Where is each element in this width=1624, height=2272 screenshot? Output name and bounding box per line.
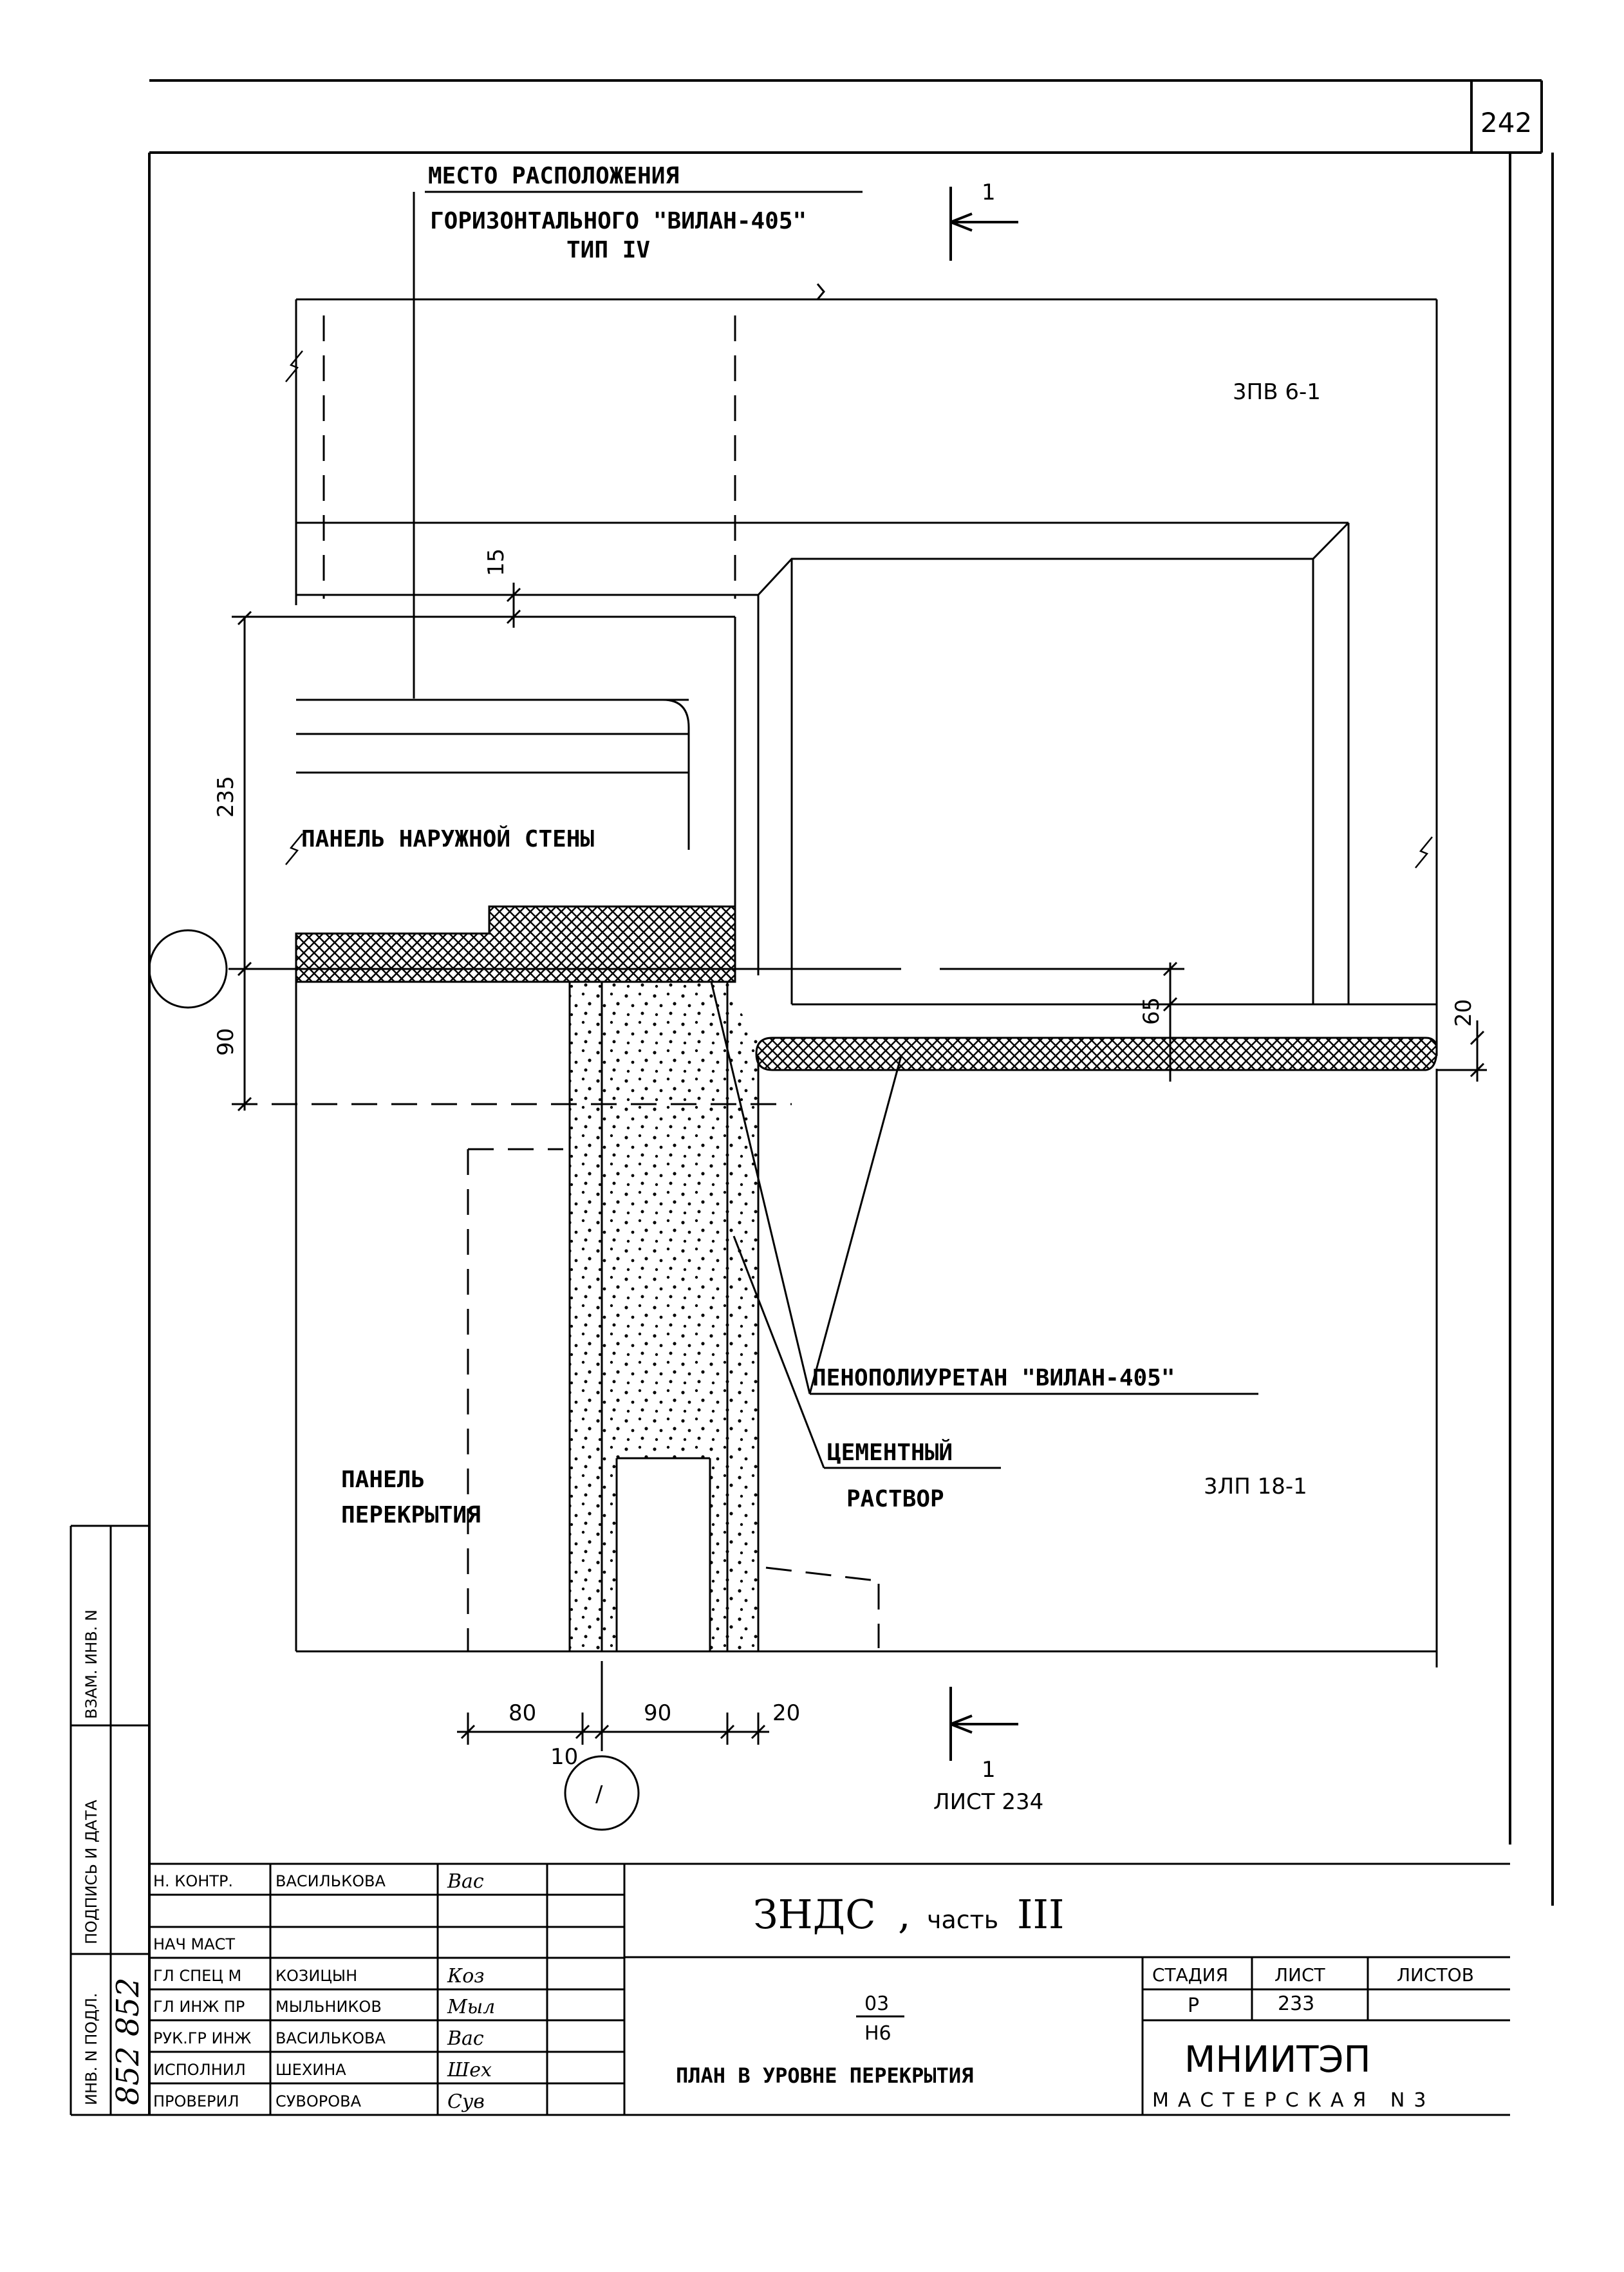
tb-code-top: 03 xyxy=(864,1993,889,2015)
location-callout-line1: МЕСТО РАСПОЛОЖЕНИЯ xyxy=(428,163,679,189)
label-cement-1: ЦЕМЕНТНЫЙ xyxy=(827,1439,953,1466)
tb-org: МНИИТЭП xyxy=(1184,2039,1371,2081)
tb-project-title: ЗНДС xyxy=(753,1891,876,1938)
dim-20-right: 20 xyxy=(1451,999,1477,1027)
side-stamp-inv-podl: ИНВ. N ПОДЛ. xyxy=(82,1993,100,2105)
tb-role-6: ИСПОЛНИЛ xyxy=(153,2061,246,2079)
cement-mortar-fill xyxy=(570,982,758,1651)
hatch-band-wall xyxy=(295,905,736,983)
dimension-bottom xyxy=(457,1661,769,1751)
tb-role-7: ПРОВЕРИЛ xyxy=(153,2092,239,2110)
dim-80: 80 xyxy=(509,1700,536,1726)
tb-sheet-no: 233 xyxy=(1278,1993,1314,2015)
tb-name-0: ВАСИЛЬКОВА xyxy=(275,1872,386,1890)
mark-upper-panel: 3ПВ 6-1 xyxy=(1233,379,1321,405)
tb-project-part-label: часть xyxy=(927,1906,998,1934)
tb-name-5: ВАСИЛЬКОВА xyxy=(275,2029,386,2047)
tb-role-3: ГЛ СПЕЦ М xyxy=(153,1967,241,1985)
tb-col-stage: СТАДИЯ xyxy=(1152,1964,1228,1986)
foam-callout xyxy=(710,981,1258,1469)
side-stamp-vzam: ВЗАМ. ИНВ. N xyxy=(82,1610,100,1719)
tb-role-2: НАЧ МАСТ xyxy=(153,1935,235,1953)
tb-sig-0: Вас xyxy=(447,1870,484,1893)
side-stamp xyxy=(70,1525,149,2116)
tb-workshop: МАСТЕРСКАЯ N3 xyxy=(1152,2089,1435,2112)
tb-name-6: ШЕХИНА xyxy=(275,2061,346,2079)
dim-90-bottom: 90 xyxy=(644,1700,671,1726)
location-callout-line2: ГОРИЗОНТАЛЬНОГО "ВИЛАН-405" xyxy=(430,208,807,234)
axis-bubble-bottom-label: / xyxy=(595,1781,603,1807)
tb-name-7: СУВОРОВА xyxy=(275,2092,362,2110)
section-mark-top-label: 1 xyxy=(982,180,996,205)
tb-name-4: МЫЛЬНИКОВ xyxy=(275,1998,382,2016)
dim-90-left: 90 xyxy=(213,1028,239,1056)
tb-role-0: Н. КОНТР. xyxy=(153,1872,233,1890)
axis-bubble-left xyxy=(148,929,228,1009)
location-callout-line3: ТИП IV xyxy=(566,237,650,263)
hatch-band-slab xyxy=(755,1037,1438,1071)
tb-code-bottom: Н6 xyxy=(864,2022,891,2045)
dim-20-bottom: 20 xyxy=(772,1700,800,1726)
tb-col-sheets: ЛИСТОВ xyxy=(1397,1964,1474,1986)
wall-panel-geometry xyxy=(296,521,1437,1006)
upper-panel-outline xyxy=(285,283,1438,1056)
dim-15: 15 xyxy=(483,549,509,576)
label-wall-panel: ПАНЕЛЬ НАРУЖНОЙ СТЕНЫ xyxy=(301,825,594,852)
section-mark-bottom-label: 1 xyxy=(982,1757,996,1783)
dimension-20-right xyxy=(1437,1020,1487,1082)
location-callout: МЕСТО РАСПОЛОЖЕНИЯ ГОРИЗОНТАЛЬНОГО "ВИЛА… xyxy=(413,163,863,699)
axis-bubble-bottom xyxy=(564,1755,640,1831)
dimension-left xyxy=(232,610,296,1112)
sheet-corner-number: 242 xyxy=(1480,107,1532,138)
section-mark-top xyxy=(949,187,1018,261)
reference-sheet: ЛИСТ 234 xyxy=(933,1789,1043,1815)
tb-project-comma: , xyxy=(898,1891,911,1938)
label-cement-2: РАСТВОР xyxy=(846,1486,944,1512)
title-block-grid xyxy=(149,1863,1510,2116)
tb-sig-5: Вас xyxy=(447,2027,484,2050)
tb-role-5: РУК.ГР ИНЖ xyxy=(153,2029,252,2047)
tb-role-4: ГЛ ИНЖ ПР xyxy=(153,1998,245,2016)
tb-name-3: КОЗИЦЫН xyxy=(275,1967,357,1985)
tb-sheet-title: ПЛАН В УРОВНЕ ПЕРЕКРЫТИЯ xyxy=(676,2063,973,2088)
tb-sig-7: Сув xyxy=(447,2090,485,2113)
tb-col-sheet: ЛИСТ xyxy=(1274,1964,1326,1986)
mark-lower-panel: 3ЛП 18-1 xyxy=(1204,1474,1307,1499)
dimension-65 xyxy=(1162,961,1178,1082)
hidden-lines xyxy=(232,315,880,1651)
dim-10: 10 xyxy=(550,1744,578,1770)
label-foam: ПЕНОПОЛИУРЕТАН "ВИЛАН-405" xyxy=(812,1365,1175,1391)
section-mark-bottom xyxy=(949,1687,1018,1761)
tb-sig-6: Шех xyxy=(447,2059,492,2081)
dim-235: 235 xyxy=(213,776,239,818)
dim-65: 65 xyxy=(1139,997,1164,1025)
label-floor-panel-2: ПЕРЕКРЫТИЯ xyxy=(341,1502,481,1528)
side-stamp-podpis: ПОДПИСЬ И ДАТА xyxy=(82,1799,100,1944)
label-floor-panel-1: ПАНЕЛЬ xyxy=(341,1467,425,1493)
side-stamp-handwritten-number: 852 852 xyxy=(110,1978,146,2106)
tb-sig-3: Коз xyxy=(447,1965,485,1987)
dimension-15 xyxy=(506,583,521,628)
tb-stage: Р xyxy=(1188,1995,1199,2017)
sheet-frame xyxy=(148,79,1554,2115)
tb-sig-4: Мыл xyxy=(447,1996,495,2018)
tb-project-part: III xyxy=(1017,1891,1064,1938)
